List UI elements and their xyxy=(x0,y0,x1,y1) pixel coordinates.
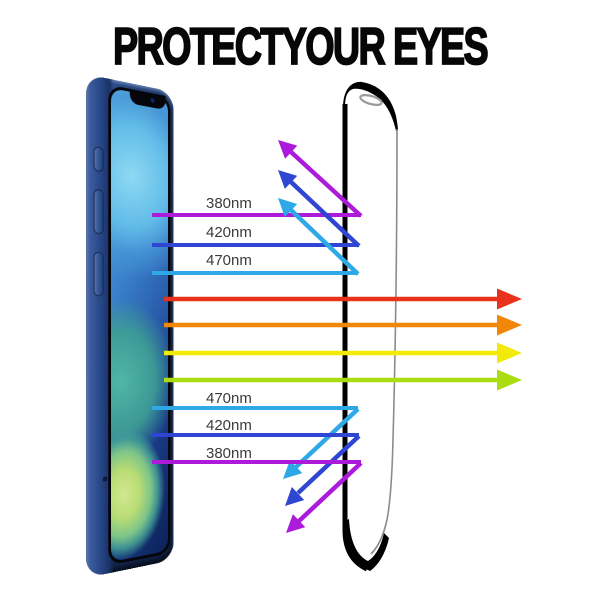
ray-380nm-bottom-arrowhead xyxy=(286,514,306,533)
ray-470nm-bottom-arrowhead xyxy=(283,460,303,479)
ray-orange-arrowhead xyxy=(497,314,522,336)
blocked-rays-top xyxy=(152,140,363,276)
screen-protector xyxy=(342,81,398,572)
page-title: PROTECTYOUR EYES xyxy=(112,16,489,76)
wavelength-label-380nm-top: 380nm xyxy=(206,195,252,212)
protector-bottom-bezel xyxy=(343,519,389,571)
ray-380nm-bottom-reflection xyxy=(297,461,363,523)
ray-380nm-top-arrowhead xyxy=(278,140,298,159)
ray-420nm-top-reflection xyxy=(289,180,361,248)
ray-yellow-arrowhead xyxy=(497,342,522,364)
wavelength-label-420nm-bottom: 420nm xyxy=(206,417,252,434)
wavelength-label-420nm-top: 420nm xyxy=(206,224,252,241)
protector-top-bezel xyxy=(343,81,398,131)
protector-speaker-cutout xyxy=(359,94,383,106)
protector-right-edge xyxy=(370,128,398,555)
ray-420nm-bottom-reflection xyxy=(296,434,361,495)
wavelength-label-470nm-top: 470nm xyxy=(206,252,252,269)
wavelength-label-470nm-bottom: 470nm xyxy=(206,390,252,407)
ray-420nm-top-arrowhead xyxy=(278,170,298,189)
ray-green-arrowhead xyxy=(497,369,522,391)
ray-470nm-bottom-reflection xyxy=(294,407,360,469)
transmitted-rays xyxy=(164,288,522,391)
blocked-rays-bottom xyxy=(152,406,363,533)
ray-red-arrowhead xyxy=(497,288,522,310)
ray-380nm-top-reflection xyxy=(289,150,363,218)
protector-left-edge xyxy=(342,104,369,572)
ray-470nm-top-arrowhead xyxy=(278,198,298,217)
ray-470nm-top-reflection xyxy=(289,208,360,276)
ray-420nm-bottom-arrowhead xyxy=(285,487,305,506)
wavelength-label-380nm-bottom: 380nm xyxy=(206,445,252,462)
